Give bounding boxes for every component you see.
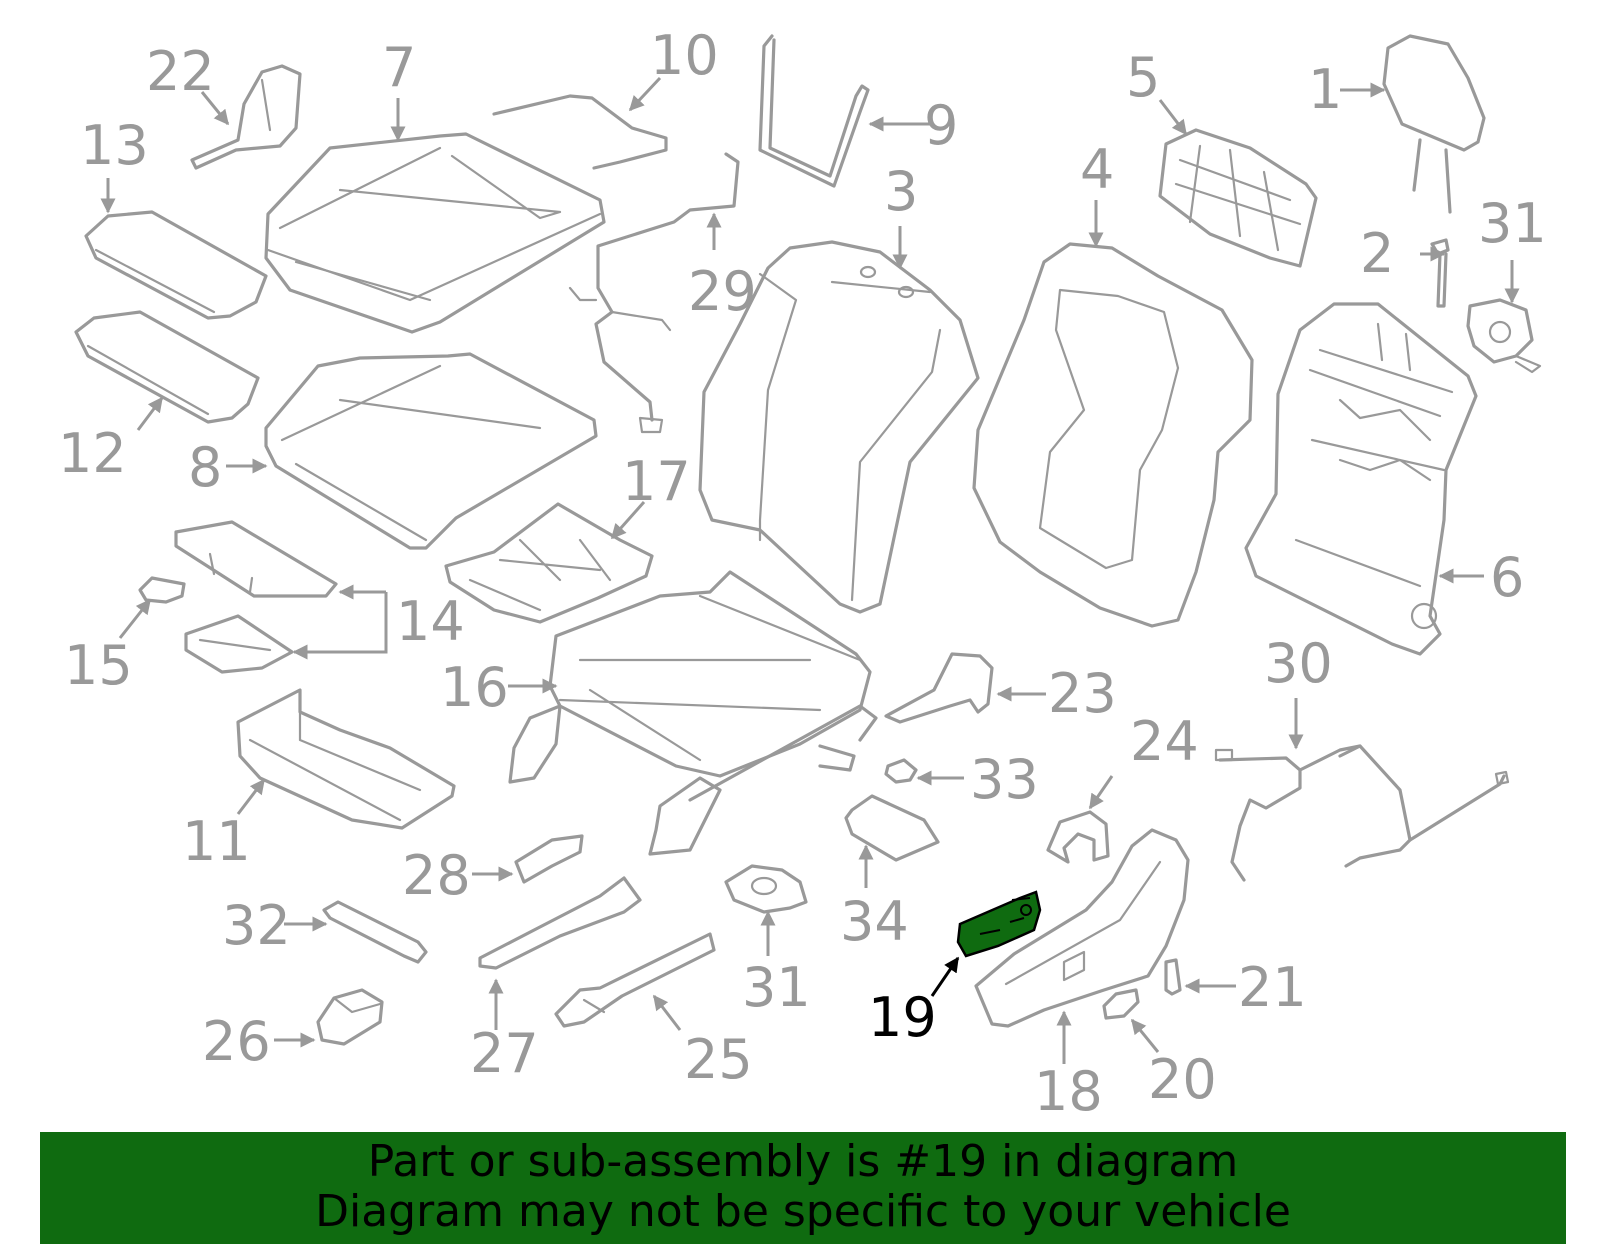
part-11-tray xyxy=(236,688,456,830)
part-18-side-shield xyxy=(974,828,1190,1028)
part-21-small-cover xyxy=(1164,958,1182,996)
part-13-pad xyxy=(84,210,268,320)
part-32-cover xyxy=(322,900,428,964)
part-15-clip xyxy=(138,576,186,604)
callout-32: 32 xyxy=(222,894,291,957)
callout-1: 1 xyxy=(1308,58,1342,121)
callout-18: 18 xyxy=(1034,1060,1103,1123)
callout-7: 7 xyxy=(382,36,416,99)
callout-16: 16 xyxy=(440,656,509,719)
callout-31-lower: 31 xyxy=(742,956,811,1019)
part-7-cushion-cover xyxy=(264,132,606,334)
part-27-rail-cover xyxy=(478,876,642,970)
part-12-pad xyxy=(74,310,260,424)
callout-13: 13 xyxy=(80,114,149,177)
callout-15: 15 xyxy=(64,634,133,697)
callout-8: 8 xyxy=(188,436,222,499)
callout-20: 20 xyxy=(1148,1048,1217,1111)
part-31-motor-lower xyxy=(724,864,808,914)
callout-4: 4 xyxy=(1080,138,1114,201)
part-10-wire xyxy=(492,94,668,170)
callout-24: 24 xyxy=(1130,710,1199,773)
info-banner: Part or sub-assembly is #19 in diagram D… xyxy=(40,1132,1566,1244)
callout-12: 12 xyxy=(58,422,127,485)
part-6-seatback-frame xyxy=(1244,302,1478,656)
part-24-bracket xyxy=(1046,810,1110,864)
part-1-headrest xyxy=(1382,34,1486,214)
part-17-bracket xyxy=(444,502,654,624)
callout-22: 22 xyxy=(146,40,215,103)
callout-30: 30 xyxy=(1264,632,1333,695)
callout-3: 3 xyxy=(884,160,918,223)
leader-lines xyxy=(100,76,1520,1064)
callout-21: 21 xyxy=(1238,956,1307,1019)
banner-line-disclaimer: Diagram may not be specific to your vehi… xyxy=(315,1186,1291,1237)
part-30-harness xyxy=(1214,744,1510,882)
callout-28: 28 xyxy=(402,844,471,907)
callout-14: 14 xyxy=(396,590,465,653)
banner-line-part: Part or sub-assembly is #19 in diagram xyxy=(367,1136,1239,1187)
callout-17: 17 xyxy=(622,450,691,513)
callout-33: 33 xyxy=(970,748,1039,811)
callout-6: 6 xyxy=(1490,546,1524,609)
callout-2: 2 xyxy=(1360,222,1394,285)
part-29-harness xyxy=(568,152,740,434)
callout-11: 11 xyxy=(182,810,251,873)
callout-25: 25 xyxy=(684,1028,753,1091)
part-31-motor-right xyxy=(1466,298,1542,374)
part-19-switch-highlighted xyxy=(956,890,1042,958)
callout-23: 23 xyxy=(1048,662,1117,725)
part-4-seatback-pad xyxy=(972,242,1254,628)
part-14-covers xyxy=(174,520,338,674)
part-26-cover xyxy=(316,988,384,1046)
part-3-seatback-cover xyxy=(698,240,980,614)
part-33-clip xyxy=(884,758,918,784)
callout-29: 29 xyxy=(688,260,757,323)
part-23-bracket xyxy=(884,652,994,724)
callout-31-right: 31 xyxy=(1478,192,1547,255)
callout-34: 34 xyxy=(840,890,909,953)
part-8-cushion-pad xyxy=(264,352,598,550)
part-5-panel xyxy=(1158,128,1318,268)
part-28-cover xyxy=(514,834,584,884)
callout-26: 26 xyxy=(202,1010,271,1073)
callout-27: 27 xyxy=(470,1022,539,1085)
callout-9: 9 xyxy=(924,94,958,157)
part-20-small-cover xyxy=(1102,988,1140,1020)
part-2-guide xyxy=(1430,238,1450,308)
callout-5: 5 xyxy=(1126,46,1160,109)
callout-numbers: 1 2 3 4 5 6 7 8 9 10 11 12 13 14 15 16 1… xyxy=(58,24,1547,1123)
part-25-rail xyxy=(554,932,716,1028)
part-34-bracket xyxy=(844,794,940,862)
part-9-wire xyxy=(758,34,870,188)
callout-10: 10 xyxy=(650,24,719,87)
part-22-bracket xyxy=(190,64,302,170)
callout-19-highlighted: 19 xyxy=(868,986,937,1049)
part-16-seat-frame xyxy=(508,570,878,856)
